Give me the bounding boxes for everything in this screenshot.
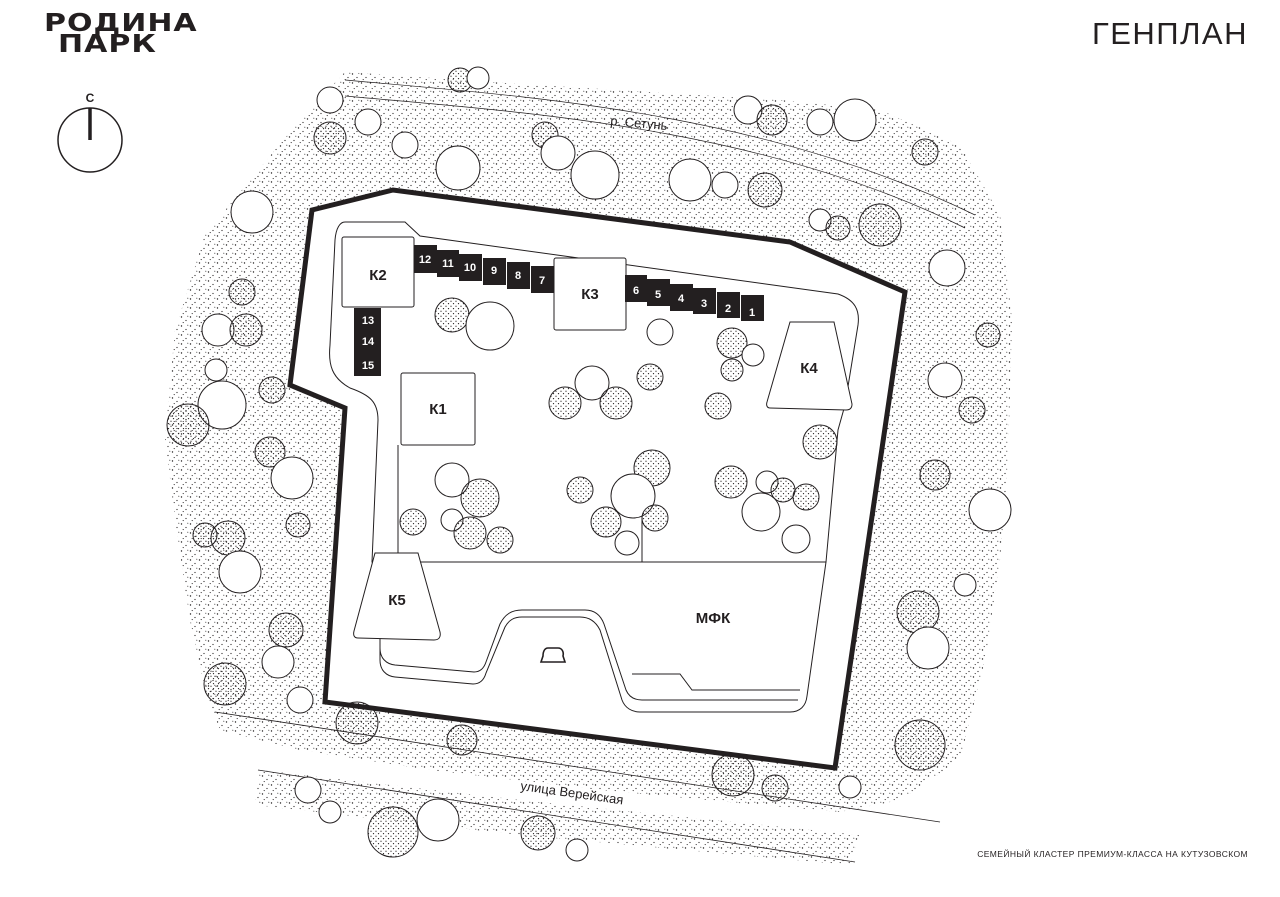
- townhouse-6[interactable]: [625, 275, 647, 302]
- townhouse-15-label: 15: [362, 360, 374, 372]
- building-k5-label: К5: [388, 592, 406, 609]
- brand-line-1: РОДИНА: [44, 9, 198, 38]
- compass-north-label: С: [86, 91, 95, 105]
- trees: [166, 66, 1012, 862]
- townhouse-7[interactable]: [531, 266, 554, 293]
- townhouse-13-label: 13: [362, 315, 374, 327]
- townhouse-9-label: 9: [491, 265, 497, 277]
- townhouse-12[interactable]: [414, 245, 437, 273]
- street-lines: [214, 711, 941, 863]
- compass: С: [57, 91, 123, 173]
- townhouse-5[interactable]: [647, 279, 670, 306]
- townhouse-2[interactable]: [717, 292, 740, 318]
- building-k2-label: К2: [369, 267, 387, 284]
- townhouse-1[interactable]: [741, 295, 764, 321]
- townhouse-8[interactable]: [507, 262, 530, 289]
- townhouse-3[interactable]: [693, 288, 716, 314]
- townhouse-9[interactable]: [483, 258, 506, 285]
- townhouse-11[interactable]: [437, 250, 459, 277]
- building-k1-label: К1: [429, 401, 447, 418]
- townhouse-7-label: 7: [539, 275, 545, 287]
- townhouse-2-label: 2: [725, 303, 731, 315]
- townhouse-11-label: 11: [442, 258, 454, 270]
- townhouse-14[interactable]: [354, 330, 381, 353]
- townhouse-1-label: 1: [749, 307, 755, 319]
- river-label: р. Сетунь: [610, 113, 669, 133]
- townhouse-3-label: 3: [701, 298, 707, 310]
- townhouse-12-label: 12: [419, 254, 431, 266]
- townhouse-4[interactable]: [670, 284, 693, 311]
- river-bank-line: [344, 95, 966, 229]
- townhouse-4-label: 4: [678, 293, 685, 305]
- townhouse-10[interactable]: [459, 254, 482, 281]
- river-bank-line: [344, 79, 976, 216]
- building-k3-label: К3: [581, 286, 599, 303]
- building-k4[interactable]: [766, 321, 853, 411]
- townhouse-15[interactable]: [354, 353, 381, 376]
- building-mfk[interactable]: [379, 561, 827, 713]
- brand-logo: РОДИНА ПАРК: [44, 9, 256, 59]
- townhouse-6-label: 6: [633, 285, 639, 297]
- townhouse-13[interactable]: [354, 308, 381, 330]
- townhouse-row: 1 2 3 4 5 6 7 8 9 10 11 12 13 14 15: [354, 245, 764, 376]
- building-k4-label: К4: [800, 360, 818, 377]
- building-k5[interactable]: [353, 552, 441, 641]
- townhouse-8-label: 8: [515, 270, 521, 282]
- brand-line-2: ПАРК: [58, 29, 157, 59]
- building-mfk-label: МФК: [696, 610, 731, 627]
- footer-tagline: СЕМЕЙНЫЙ КЛАСТЕР ПРЕМИУМ-КЛАССА НА КУТУЗ…: [977, 849, 1248, 859]
- building-k1[interactable]: [400, 372, 476, 446]
- townhouse-14-label: 14: [362, 336, 375, 348]
- townhouse-5-label: 5: [655, 289, 661, 301]
- page-title: ГЕНПЛАН: [1091, 16, 1248, 51]
- townhouse-10-label: 10: [464, 262, 476, 274]
